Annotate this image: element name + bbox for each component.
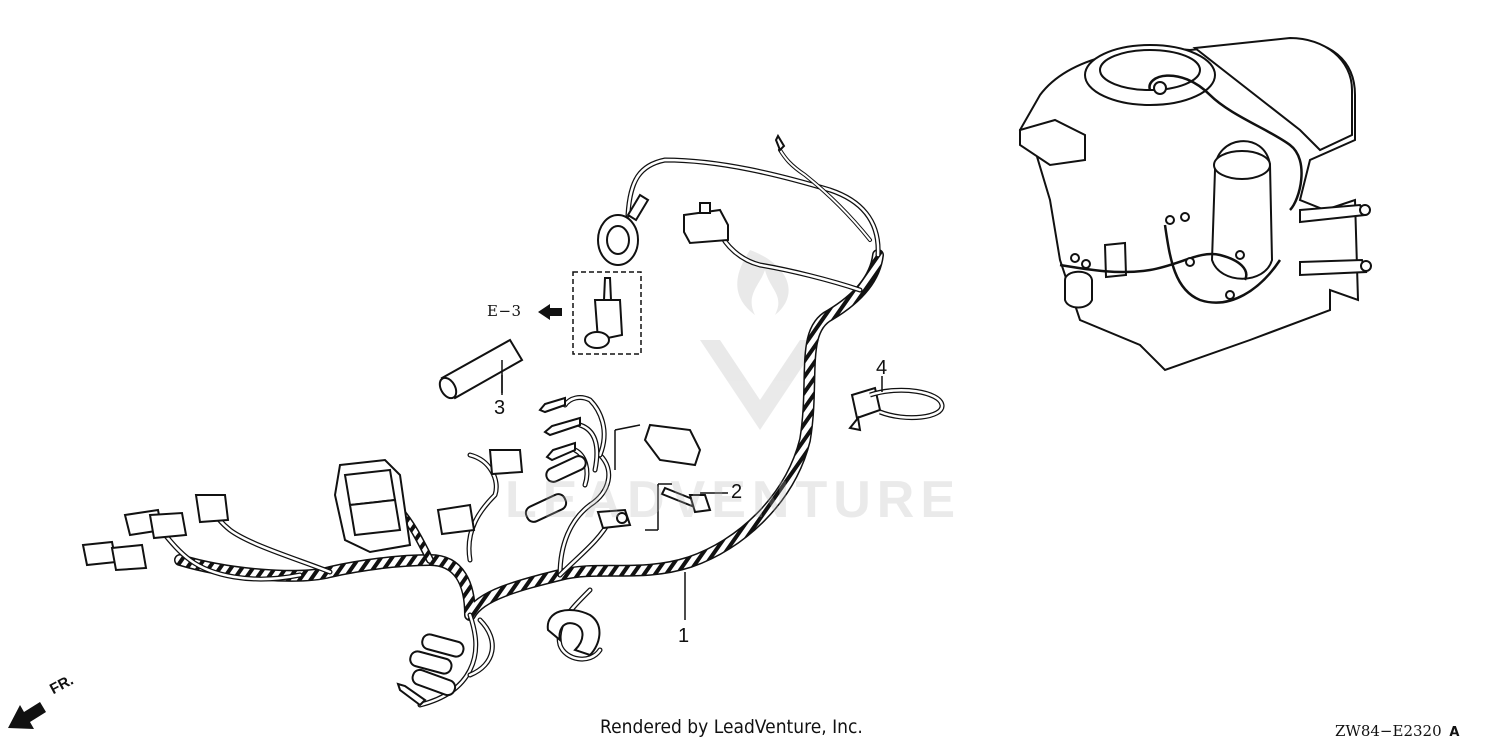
watermark-logo bbox=[700, 250, 820, 430]
cable-tie-part-4 bbox=[848, 376, 945, 432]
rubber-boot bbox=[597, 193, 650, 266]
callout-part-2[interactable]: 2 bbox=[731, 481, 743, 503]
engine-illustration bbox=[1018, 36, 1372, 372]
callout-part-3[interactable]: 3 bbox=[494, 397, 506, 419]
callout-part-4[interactable]: 4 bbox=[876, 357, 888, 379]
tube-part-3 bbox=[438, 338, 524, 400]
wire-harness bbox=[147, 148, 884, 708]
sleeve-connectors bbox=[409, 455, 587, 697]
couplers bbox=[81, 202, 729, 572]
bolt-part-2 bbox=[645, 483, 728, 531]
front-arrow-icon bbox=[8, 702, 46, 729]
e3-sensor-inset bbox=[538, 271, 642, 355]
leader-lines bbox=[501, 360, 686, 620]
diagram-revision: A bbox=[1449, 725, 1460, 740]
diagram-code: ZW84−E2320 A bbox=[1335, 722, 1459, 740]
terminal-pins bbox=[396, 133, 786, 707]
watermark-text: LEADVENTURE bbox=[505, 471, 962, 529]
ground-terminal bbox=[596, 508, 632, 530]
footer-credit: Rendered by LeadVenture, Inc. bbox=[600, 716, 863, 738]
callout-part-1[interactable]: 1 bbox=[678, 625, 690, 647]
reference-e3-link[interactable]: E−3 bbox=[487, 302, 522, 320]
relay-box bbox=[333, 458, 412, 554]
diagram-code-text: ZW84−E2320 bbox=[1335, 722, 1442, 740]
loop-connector bbox=[546, 609, 601, 657]
